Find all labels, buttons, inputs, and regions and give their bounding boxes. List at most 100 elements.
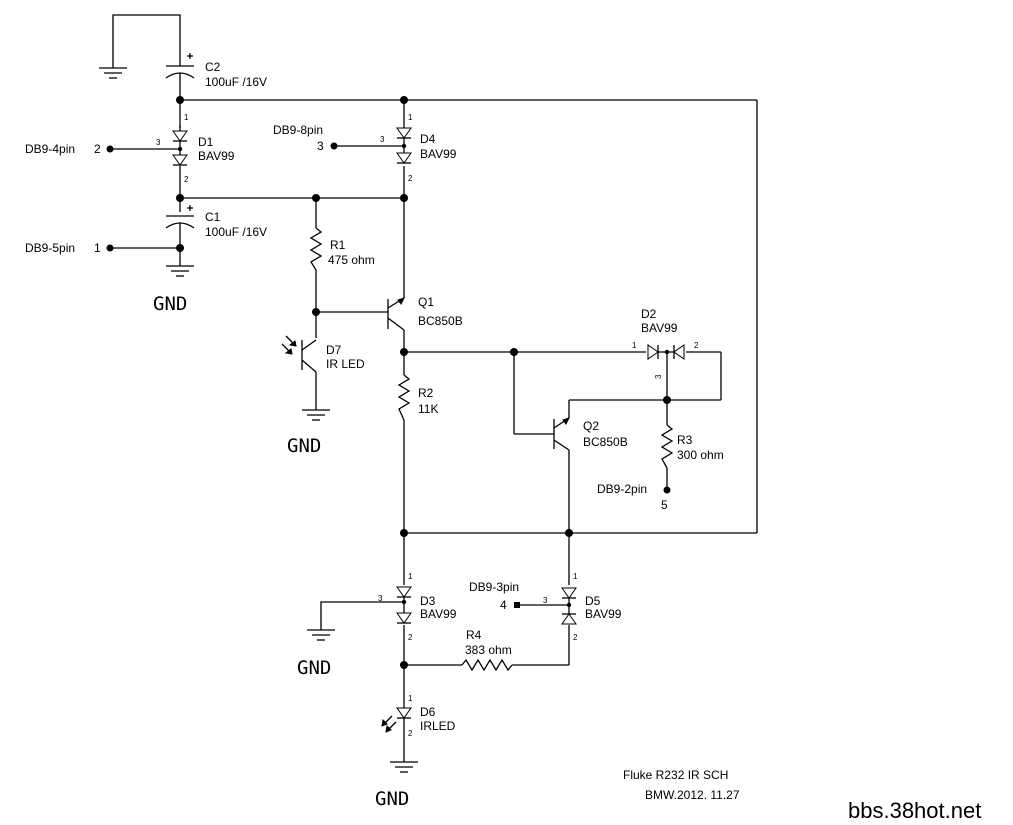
db9-8-label: DB9-8pin (273, 123, 323, 137)
diode-d4-symbol (396, 127, 412, 164)
gnd-labels: GND GND GND GND (153, 293, 409, 810)
ground-symbol (302, 409, 330, 421)
pin-number: 2 (408, 174, 413, 183)
db9-8-pin-number: 3 (317, 139, 324, 153)
junction-dot (400, 529, 408, 537)
d4-value-label: BAV99 (420, 147, 457, 161)
diode-d3-symbol (396, 586, 412, 624)
q1-ref-label: Q1 (418, 295, 434, 309)
capacitor-c1-symbol (165, 205, 195, 232)
pin-number: 1 (408, 694, 413, 703)
junction-dot (312, 308, 320, 316)
diode-d2-symbol (647, 344, 685, 360)
junction-dot (663, 396, 671, 404)
pin-number: 2 (694, 341, 699, 350)
transistor-q2-symbol (553, 417, 570, 451)
component-labels: C2 100uF /16V D1 BAV99 D4 BAV99 C1 100uF… (198, 60, 724, 733)
connector-pin-dot (514, 602, 520, 608)
d7-ref-label: D7 (326, 343, 342, 357)
junction-dot (510, 348, 518, 356)
junction-dot (312, 194, 320, 202)
q1-value-label: BC850B (418, 314, 463, 328)
resistor-r2-symbol (397, 374, 411, 421)
pin-number: 3 (380, 135, 385, 144)
ir-receiver-d7-symbol (281, 335, 317, 373)
pin-number: 2 (408, 633, 413, 642)
pin-number: 2 (184, 175, 189, 184)
c1-value-label: 100uF /16V (205, 225, 267, 239)
r1-value-label: 475 ohm (328, 253, 375, 267)
gnd-label: GND (375, 788, 409, 810)
junction-dot (400, 661, 408, 669)
d5-ref-label: D5 (585, 594, 601, 608)
resistor-r1-symbol (309, 227, 323, 271)
q2-ref-label: Q2 (583, 419, 599, 433)
d1-value-label: BAV99 (198, 149, 235, 163)
pin-number: 1 (184, 113, 189, 122)
schematic-author-date: BMW.2012. 11.27 (645, 788, 740, 802)
gnd-label: GND (153, 293, 187, 315)
ground-symbol (390, 761, 418, 773)
junction-dot (400, 348, 408, 356)
r1-ref-label: R1 (330, 238, 346, 252)
pin-number: 1 (632, 341, 637, 350)
watermark: bbs.38hot.net (848, 798, 981, 823)
d1-ref-label: D1 (198, 135, 214, 149)
r3-ref-label: R3 (677, 433, 693, 447)
junction-dot (565, 529, 573, 537)
junction-dot (176, 96, 184, 104)
r4-ref-label: R4 (466, 628, 482, 642)
db9-5-pin-number: 1 (94, 241, 101, 255)
r2-value-label: 11K (418, 402, 438, 416)
resistor-r4-symbol (461, 658, 513, 672)
d6-value-label: IRLED (420, 719, 456, 733)
d2-value-label: BAV99 (641, 321, 678, 335)
junction-dot (176, 244, 184, 252)
pin-number: 1 (408, 572, 413, 581)
db9-4-pin-number: 2 (94, 142, 101, 156)
ground-symbol (99, 67, 127, 79)
ground-symbol (166, 265, 194, 277)
connector-pin-dot (106, 244, 114, 252)
gnd-label: GND (297, 657, 331, 679)
capacitor-c2-symbol (165, 53, 195, 80)
pin-number: 2 (408, 729, 413, 738)
d4-ref-label: D4 (420, 132, 436, 146)
pin-number: 3 (378, 594, 383, 603)
junction-dot (400, 96, 408, 104)
r2-ref-label: R2 (418, 386, 434, 400)
db9-5-label: DB9-5pin (25, 241, 75, 255)
d6-ref-label: D6 (420, 705, 436, 719)
r3-value-label: 300 ohm (677, 448, 724, 462)
connector-pin-dot (330, 142, 338, 150)
junction-dots (106, 96, 671, 669)
d7-value-label: IR LED (326, 357, 365, 371)
resistor-r3-symbol (660, 424, 674, 469)
connector-pin-dot (106, 145, 114, 153)
pin-number: 1 (408, 113, 413, 122)
d5-value-label: BAV99 (585, 607, 622, 621)
db9-2-label: DB9-2pin (597, 482, 647, 496)
ground-symbol (307, 629, 335, 641)
diode-d1-symbol (172, 126, 188, 166)
pin-numbers: 1 3 2 1 3 2 1 2 3 1 3 2 1 3 2 1 2 (156, 113, 699, 738)
db9-3-label: DB9-3pin (469, 580, 519, 594)
schematic-title: Fluke R232 IR SCH (623, 768, 728, 782)
r4-value-label: 383 ohm (465, 643, 512, 657)
pin-number: 2 (573, 633, 578, 642)
diode-d5-symbol (561, 587, 577, 625)
pin-number: 3 (156, 138, 161, 147)
wires (110, 14, 758, 762)
db9-2-pin-number: 5 (661, 498, 668, 512)
junction-dot (176, 194, 184, 202)
connector-labels: DB9-4pin 2 DB9-8pin 3 DB9-5pin 1 DB9-2pi… (25, 123, 668, 612)
ir-led-d6-symbol (381, 707, 412, 733)
pin-number: 3 (543, 596, 548, 605)
db9-4-label: DB9-4pin (25, 142, 75, 156)
d3-ref-label: D3 (420, 594, 436, 608)
c2-ref-label: C2 (205, 60, 221, 74)
c1-ref-label: C1 (205, 210, 221, 224)
d2-ref-label: D2 (641, 307, 657, 321)
